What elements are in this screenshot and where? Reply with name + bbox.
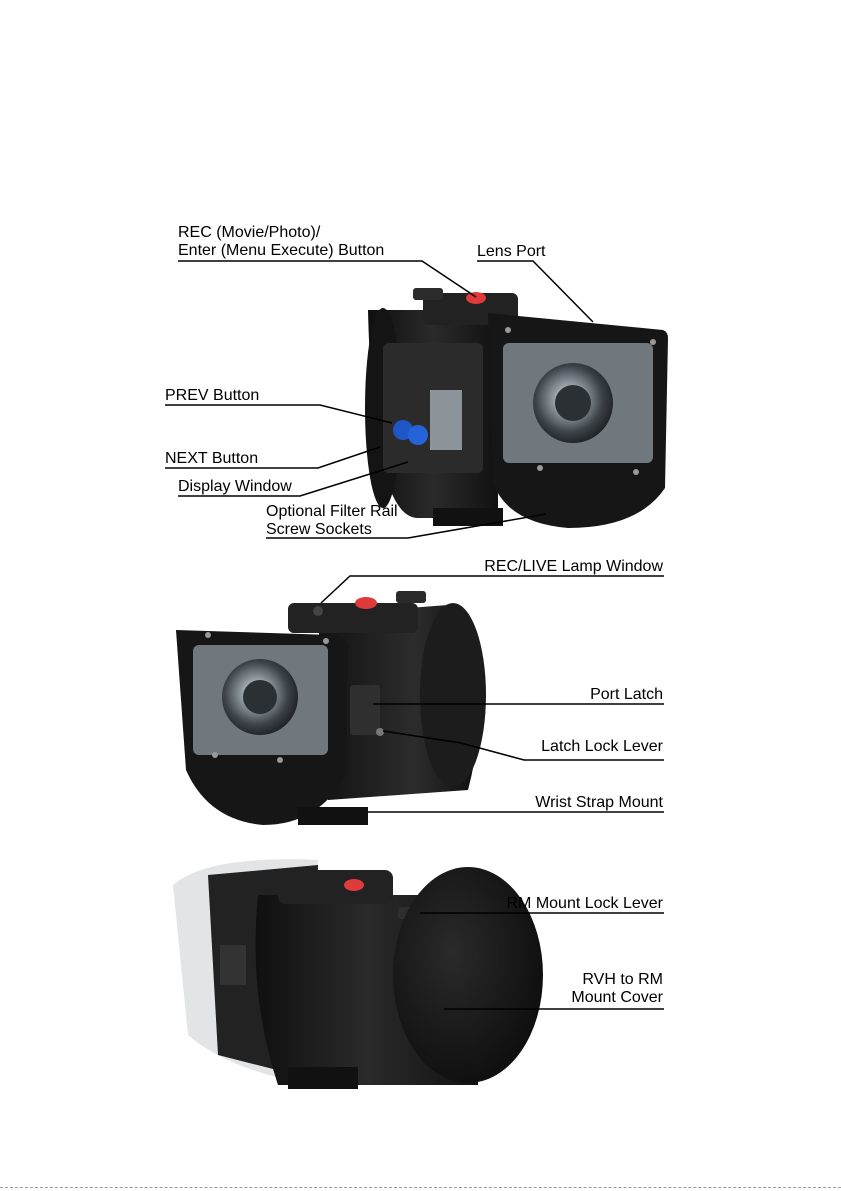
next-button-shape — [408, 425, 428, 445]
label-next-button: NEXT Button — [165, 450, 258, 468]
page-bottom-divider — [0, 1187, 841, 1188]
label-rec-button: REC (Movie/Photo)/ Enter (Menu Execute) … — [178, 224, 384, 260]
label-lens-port: Lens Port — [477, 243, 545, 261]
label-rec-button-line1: REC (Movie/Photo)/ — [178, 224, 384, 242]
label-prev-button: PREV Button — [165, 387, 259, 405]
label-mount-cover-line2: Mount Cover — [571, 989, 663, 1007]
label-display-window: Display Window — [178, 478, 292, 496]
rec-button-shape — [466, 292, 486, 304]
label-mount-cover: RVH to RM Mount Cover — [571, 971, 663, 1007]
label-rec-live-lamp: REC/LIVE Lamp Window — [484, 558, 663, 576]
label-mount-cover-line1: RVH to RM — [571, 971, 663, 989]
label-port-latch: Port Latch — [590, 686, 663, 704]
camera-housing-front-photo — [168, 218, 670, 546]
label-wrist-strap-mount: Wrist Strap Mount — [535, 794, 663, 812]
label-rec-button-line2: Enter (Menu Execute) Button — [178, 242, 384, 260]
label-rm-mount-lock-lever: RM Mount Lock Lever — [506, 895, 663, 913]
label-latch-lock-lever: Latch Lock Lever — [541, 738, 663, 756]
label-filter-rail-line2: Screw Sockets — [266, 521, 398, 539]
label-filter-rail: Optional Filter Rail Screw Sockets — [266, 503, 398, 539]
label-filter-rail-line1: Optional Filter Rail — [266, 503, 398, 521]
